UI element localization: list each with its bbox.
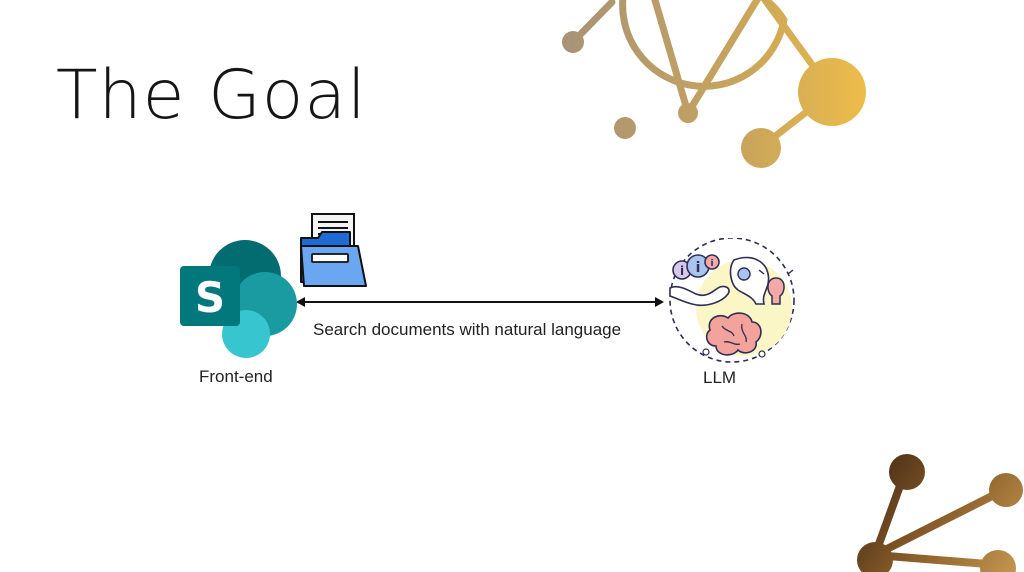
- svg-text:S: S: [195, 273, 225, 322]
- llm-node-label: LLM: [703, 368, 737, 387]
- svg-text:i: i: [710, 259, 713, 269]
- frontend-node-label: Front-end: [199, 367, 273, 386]
- document-folder-icon: [300, 213, 367, 287]
- slide-title: The Goal: [56, 56, 367, 135]
- sharepoint-logo-icon: S: [180, 240, 297, 358]
- svg-text:i: i: [680, 264, 684, 278]
- brain-ai-icon: i i i: [669, 238, 795, 363]
- edge-label: Search documents with natural language: [313, 320, 622, 339]
- svg-text:i: i: [696, 260, 701, 276]
